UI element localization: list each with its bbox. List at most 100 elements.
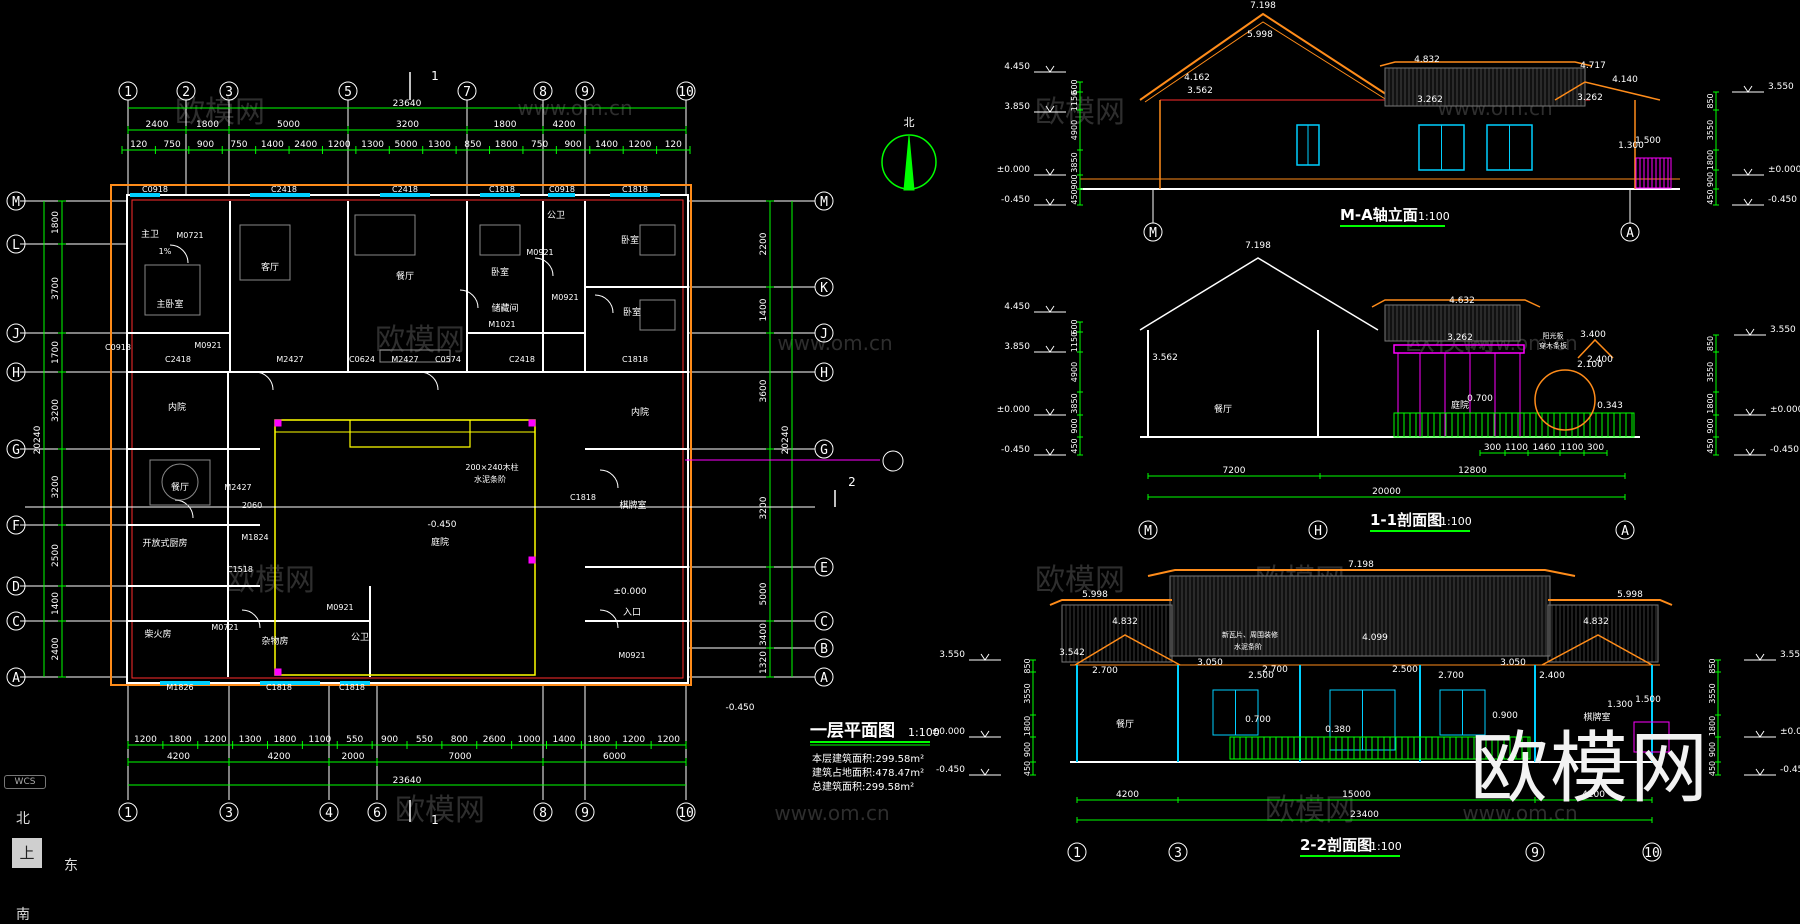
dim-top-row2: 1800 (495, 140, 518, 150)
axis-bottom-6: 6 (373, 806, 381, 821)
axis-right-C: C (820, 615, 828, 630)
dim-bottom-row1: 1800 (169, 735, 192, 745)
opening-tag: M2427 (391, 355, 418, 364)
sec11-right-level-2: -0.450 (1770, 445, 1799, 455)
dim-bottom-row1: 1200 (134, 735, 157, 745)
axis-left-L: L (12, 238, 20, 253)
sec22-left-dim: 3550 (1023, 683, 1032, 703)
sec11-axis-H: H (1314, 524, 1322, 539)
sec11-dim-row: 7200 (1223, 466, 1246, 476)
elev-roof-level: 5.998 (1247, 30, 1273, 40)
sec11-right-dim: 450 (1706, 438, 1715, 453)
sec22-roof-level: 4.832 (1112, 617, 1138, 627)
elev-title: M-A轴立面 (1340, 206, 1418, 224)
dim-bottom-row2: 4200 (268, 752, 291, 762)
opening-tag: C2418 (165, 355, 191, 364)
sec22-roof-level: 4.099 (1362, 633, 1388, 643)
wcs-label[interactable]: WCS (4, 775, 46, 789)
small-roof (1554, 81, 1661, 101)
axis-bubble (1308, 520, 1328, 540)
level-triangle (1045, 65, 1055, 73)
axis-bubble (814, 667, 834, 687)
opening-tag: M0921 (526, 248, 553, 257)
sec11-roof-level: 3.562 (1152, 353, 1178, 363)
sec22-axis-1: 1 (1073, 846, 1081, 861)
axis-bubble (6, 191, 26, 211)
dim-bottom-row1: 1400 (552, 735, 575, 745)
axis-bubble (575, 802, 595, 822)
elev-roof-level: 1.500 (1635, 136, 1661, 146)
dim-bottom-row1: 1200 (204, 735, 227, 745)
dim-bottom-row1: 2600 (483, 735, 506, 745)
sec22-right-dim: 1800 (1708, 716, 1717, 736)
door-swing (534, 257, 554, 277)
timber-post (274, 419, 282, 427)
elev-right-dim: 450 (1706, 189, 1715, 204)
dim-top-row2: 2400 (294, 140, 317, 150)
opening-tag: M0921 (551, 293, 578, 302)
axis-bubble (814, 362, 834, 382)
sec22-left-level-1: ±0.000 (932, 727, 966, 737)
dim-bottom-row1: 900 (381, 735, 398, 745)
sec22-axis-3: 3 (1174, 846, 1182, 861)
dim-top-row2: 1300 (361, 140, 384, 150)
level-triangle (980, 653, 990, 661)
dim-left-total: 20240 (33, 425, 43, 454)
sec22-left-dim: 900 (1023, 742, 1032, 757)
room-label-dining: 餐厅 (171, 481, 189, 493)
axis-left-J: J (12, 327, 20, 342)
elev-axis-M: M (1149, 226, 1157, 241)
level-triangle (1743, 198, 1753, 206)
elev-right-level-0: 3.550 (1768, 82, 1794, 92)
dim-top-row2: 1200 (628, 140, 651, 150)
dim-top-row2: 1300 (428, 140, 451, 150)
axis-right-J: J (820, 327, 828, 342)
railing (1393, 412, 1635, 438)
sec11-roof-level: 0.343 (1597, 401, 1623, 411)
viewcube-north-label[interactable]: 北 (16, 811, 30, 827)
section-mark-1-bottom: 1 (431, 813, 439, 827)
elev-roof-level: 1.300 (1618, 141, 1644, 151)
dim-top-row2: 750 (531, 140, 548, 150)
axis-right-H: H (820, 366, 828, 381)
main-roof-ridge (1147, 569, 1576, 577)
axis-bubble (6, 362, 26, 382)
room-label-dining_top: 餐厅 (396, 270, 414, 282)
sec22-roof-level: 0.900 (1492, 711, 1518, 721)
timber-post (528, 556, 536, 564)
sec11-roof-level: 4.632 (1449, 296, 1475, 306)
elev-right-level-2: -0.450 (1768, 195, 1797, 205)
dim-bottom-row1: 800 (451, 735, 468, 745)
axis-top-7: 7 (463, 85, 471, 100)
axis-bubble (1642, 842, 1662, 862)
elev-roof-level: 4.832 (1414, 55, 1440, 65)
elev-roof-level: 4.140 (1612, 75, 1638, 85)
sec22-left-dim: 1800 (1023, 716, 1032, 736)
dim-bottom-row2: 4200 (167, 752, 190, 762)
outer-eave-line (110, 184, 692, 686)
axis-bubble (676, 81, 696, 101)
dim-bottom-row1: 1200 (622, 735, 645, 745)
dim-top-total: 23640 (393, 99, 422, 109)
dim-right-row: 5000 (759, 582, 769, 605)
viewcube-south-label[interactable]: 南 (16, 907, 30, 923)
axis-bubble (814, 323, 834, 343)
sec11-room-dining: 餐厅 (1214, 403, 1232, 415)
room-label-master_bed: 主卧室 (156, 298, 183, 310)
dim-left-row: 2400 (51, 637, 61, 660)
dim-top-row1: 1800 (494, 120, 517, 130)
axis-bubble (118, 802, 138, 822)
section-roof (1139, 257, 1379, 331)
sec11-roof-level: 2.400 (1587, 355, 1613, 365)
sec11-room-courtyard: 庭院 (1451, 399, 1469, 411)
detail-callout-bubble (882, 450, 904, 472)
dim-bottom-row1: 1800 (273, 735, 296, 745)
dim-right-row: 2200 (759, 232, 769, 255)
viewcube-east-label[interactable]: 东 (64, 858, 78, 874)
sec22-roof-level: 2.700 (1092, 666, 1118, 676)
elev-roof-level: 4.717 (1580, 61, 1606, 71)
axis-bubble (338, 81, 358, 101)
room-label-firewood: 柴火房 (144, 628, 171, 640)
viewcube-top-face[interactable]: 上 (12, 838, 42, 868)
